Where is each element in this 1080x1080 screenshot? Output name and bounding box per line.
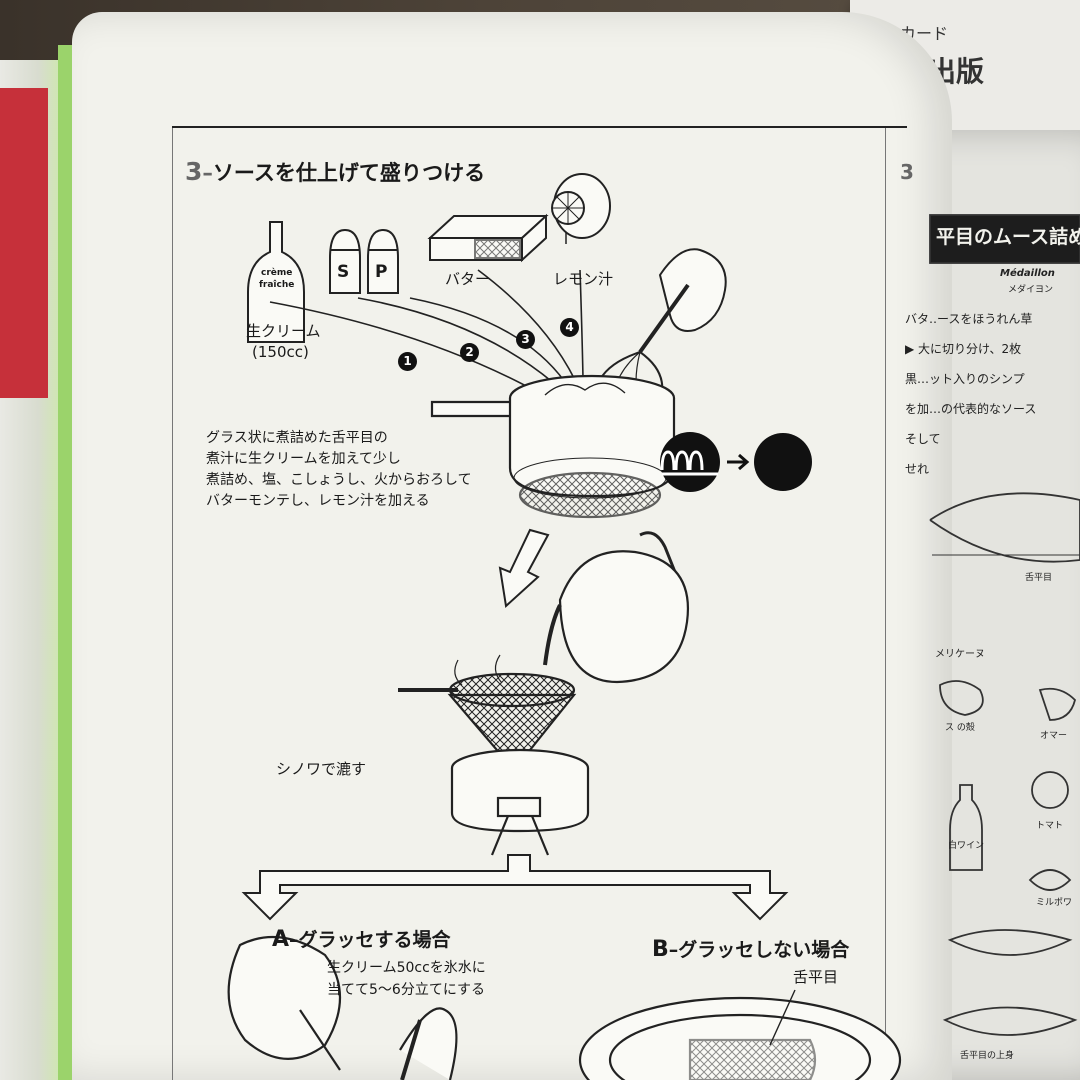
step-dash: – bbox=[202, 161, 213, 185]
red-book-band bbox=[0, 88, 48, 398]
cream-amount: (150cc) bbox=[252, 343, 309, 361]
right-meuniere: メリケーヌ bbox=[935, 649, 985, 660]
option-b-heading: B–グラッセしない場合 bbox=[652, 935, 849, 962]
option-a-bowl-icon bbox=[227, 935, 458, 1080]
saucepan-icon bbox=[430, 374, 676, 519]
right-text-2: ▶ 大に切り分け、2枚 bbox=[905, 342, 1022, 356]
step-title: ソースを仕上げて盛りつける bbox=[212, 161, 486, 185]
option-a-letter: A bbox=[272, 927, 290, 952]
strain-label: シノワで漉す bbox=[276, 760, 367, 778]
lemon-label: レモン汁 bbox=[553, 270, 614, 288]
left-page bbox=[72, 12, 952, 1080]
ingredient-arrows bbox=[269, 269, 584, 389]
lemon-icon bbox=[551, 173, 611, 244]
right-subtitle-fr: Médaillon bbox=[1000, 268, 1055, 279]
cream-label: 生クリーム bbox=[246, 322, 321, 340]
option-b-fish-label: 舌平目 bbox=[793, 968, 839, 986]
step-circle-2: 2 bbox=[460, 343, 479, 362]
option-a-note-2: 当てて5～6分立てにする bbox=[327, 982, 485, 998]
right-subtitle-ja: メダイヨン bbox=[1008, 285, 1054, 295]
branch-arrow-icon bbox=[241, 854, 789, 921]
pepper-label: P bbox=[375, 262, 388, 282]
chinois-strainer-icon bbox=[398, 654, 577, 772]
right-page-art bbox=[929, 214, 1080, 1036]
right-item-1: ス の殻 bbox=[945, 723, 975, 733]
instruction-line-1: グラス状に煮詰めた舌平目の bbox=[206, 430, 388, 446]
butter-label: バター bbox=[445, 270, 491, 288]
step-circle-3: 3 bbox=[516, 330, 535, 349]
cream-bottle-text-1: crème bbox=[261, 268, 293, 278]
cream-bottle-icon bbox=[247, 221, 305, 343]
step-circle-4: 4 bbox=[560, 318, 579, 337]
option-a-dash: – bbox=[289, 929, 299, 951]
butter-icon bbox=[427, 213, 549, 263]
option-b-title: グラッセしない場合 bbox=[678, 939, 850, 961]
right-frame-rule bbox=[885, 128, 886, 1080]
instruction-line-4: バターモンテし、レモン汁を加える bbox=[206, 493, 430, 509]
right-text-4: を加…の代表的なソース bbox=[905, 402, 1037, 416]
heat-to-off-icon bbox=[660, 432, 812, 492]
down-arrow-icon bbox=[498, 528, 550, 608]
right-text-6: せれ bbox=[905, 462, 930, 476]
left-frame-rule bbox=[172, 128, 173, 1080]
right-item-3: 白ワイン bbox=[948, 841, 985, 851]
right-page-title: 平目のムース詰め bbox=[936, 226, 1080, 248]
right-step-number: 3 bbox=[900, 160, 914, 184]
right-text-3: 黒…ット入りのシンプ bbox=[905, 372, 1025, 386]
salt-label: S bbox=[337, 262, 350, 282]
instruction-line-2: 煮汁に生クリームを加えて少し bbox=[206, 451, 401, 467]
right-text-1: バタ‥ースをほうれん草 bbox=[905, 312, 1033, 326]
top-rule bbox=[172, 126, 907, 128]
right-item-5: ミルポワ bbox=[1036, 898, 1073, 908]
option-a-heading: A–グラッセする場合 bbox=[272, 925, 451, 952]
option-a-title: グラッセする場合 bbox=[298, 929, 451, 951]
right-item-2: オマー bbox=[1040, 731, 1068, 741]
option-b-letter: B bbox=[652, 937, 669, 962]
right-item-4: トマト bbox=[1036, 821, 1064, 831]
right-item-6: 舌平目の上身 bbox=[960, 1051, 1015, 1061]
pouring-pan-icon bbox=[543, 531, 689, 684]
option-b-plate-icon bbox=[578, 989, 902, 1080]
step-number: 3 bbox=[185, 157, 203, 186]
salt-pepper-icon bbox=[329, 228, 399, 294]
right-fish-label: 舌平目 bbox=[1025, 573, 1053, 583]
step-heading: 3–ソースを仕上げて盛りつける bbox=[185, 157, 485, 187]
instruction-line-3: 煮詰め、塩、こしょうし、火からおろして bbox=[206, 472, 472, 488]
cream-bottle-text-2: fraîche bbox=[259, 280, 295, 290]
option-a-note-1: 生クリーム50ccを氷水に bbox=[327, 960, 486, 976]
step-circle-1: 1 bbox=[398, 352, 417, 371]
whisk-hand-icon bbox=[594, 248, 727, 436]
option-b-dash: – bbox=[668, 939, 679, 961]
right-text-5: そして bbox=[905, 432, 941, 446]
receiving-pan-icon bbox=[450, 748, 590, 856]
